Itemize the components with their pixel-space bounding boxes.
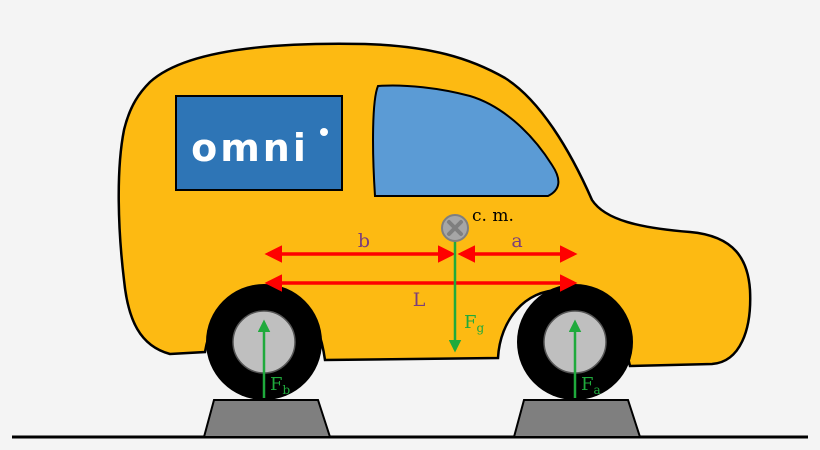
label-gravity-force-sub: g bbox=[477, 321, 485, 335]
label-gravity-force-main: F bbox=[464, 312, 477, 333]
label-b: b bbox=[358, 230, 370, 252]
label-rear-force-main: F bbox=[270, 374, 283, 395]
label-L: L bbox=[413, 289, 426, 311]
label-front-force-main: F bbox=[581, 374, 594, 395]
center-of-mass-label: c. m. bbox=[472, 206, 514, 226]
rear-support-block bbox=[202, 399, 332, 438]
label-rear-force-sub: b bbox=[283, 383, 291, 397]
label-gravity-force: Fg bbox=[464, 312, 485, 335]
label-front-force: Fa bbox=[581, 374, 601, 397]
logo-text: omni bbox=[191, 126, 309, 170]
label-a: a bbox=[511, 230, 522, 252]
label-rear-force: Fb bbox=[270, 374, 291, 397]
logo-panel bbox=[175, 95, 343, 191]
logo-dot-icon bbox=[320, 128, 328, 136]
side-window bbox=[372, 84, 560, 197]
label-front-force-sub: a bbox=[594, 383, 601, 397]
cross-circle-icon bbox=[441, 214, 469, 242]
front-support-block bbox=[512, 399, 642, 438]
